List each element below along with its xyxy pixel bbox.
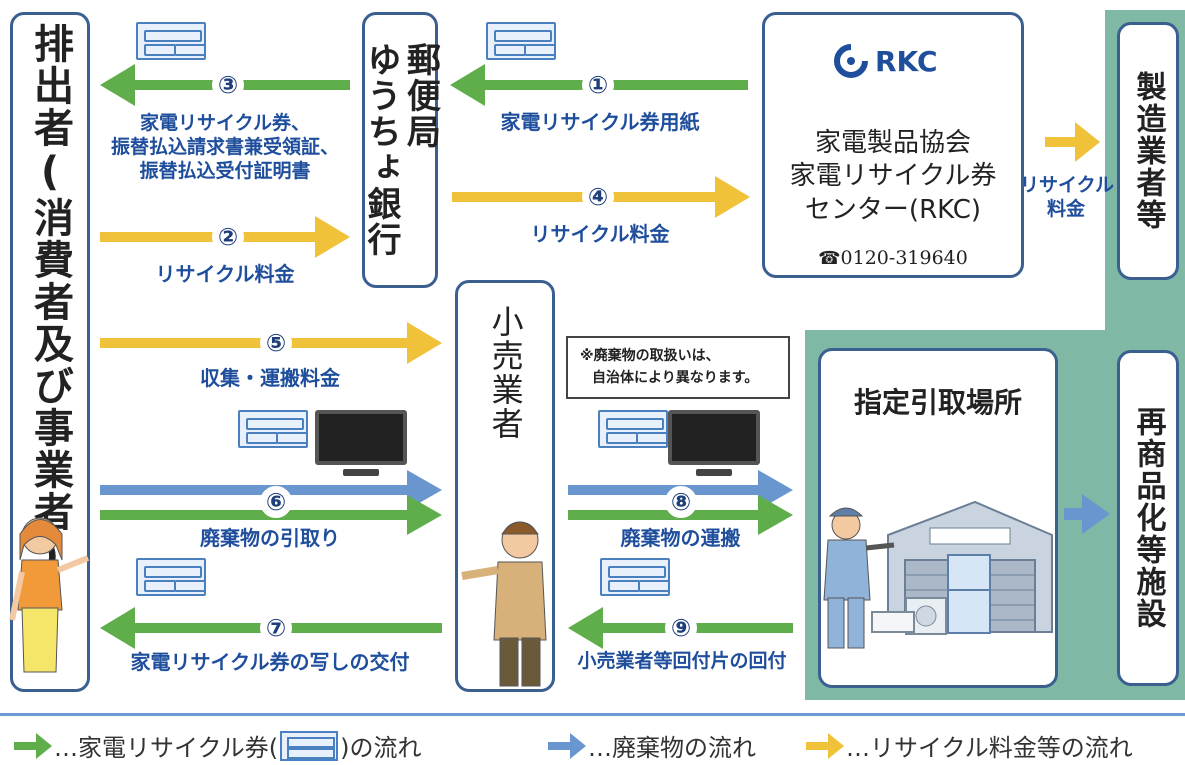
- note-line-1: ※廃棄物の取扱いは、: [580, 348, 720, 364]
- discharger-box: 排出者(消費者及び事業者): [10, 12, 90, 692]
- flow-label-3-line-3: 振替払込受付証明書: [139, 159, 311, 182]
- arrow-8: [568, 470, 793, 535]
- rkc-center-line-3: センター(RKC): [804, 194, 982, 225]
- arrow-6: [100, 470, 442, 535]
- flow-label-2: リサイクル料金: [155, 262, 295, 286]
- yellow-arrow-icon: [806, 732, 844, 759]
- manufacturer-box: 製造業者等: [1117, 22, 1179, 280]
- flow-number-4: ④: [582, 181, 614, 213]
- ticket-icon: [598, 410, 668, 448]
- waste-handling-note: ※廃棄物の取扱いは、 自治体により異なります。: [566, 336, 790, 400]
- ticket-icon: [136, 558, 206, 596]
- legend-yellow-text: …リサイクル料金等の流れ: [846, 734, 1133, 762]
- worker-figure: [823, 507, 895, 649]
- rkc-center-box: RKC 家電製品協会 家電リサイクル券 センター(RKC) ☎0120-3196…: [762, 12, 1024, 278]
- fee-to-maker-line-2: 料金: [1046, 197, 1085, 220]
- rkc-center-name: 家電製品協会 家電リサイクル券 センター(RKC): [765, 127, 1021, 227]
- blue-arrow-icon: [548, 732, 586, 759]
- rkc-logo-icon: RKC: [831, 43, 938, 79]
- legend-green-prefix: …家電リサイクル券(: [54, 734, 279, 762]
- green-arrow-icon: [14, 732, 52, 759]
- legend-divider: [0, 713, 1185, 716]
- arrow-1: [450, 64, 748, 106]
- flow-label-8: 廃棄物の運搬: [620, 526, 741, 550]
- flow-number-8: ⑧: [665, 486, 697, 518]
- discharger-label: 排出者(消費者及び事業者): [27, 23, 73, 581]
- note-line-2: 自治体により異なります。: [592, 369, 759, 386]
- flow-label-9: 小売業者等回付片の回付: [577, 650, 787, 672]
- flow-label-4: リサイクル料金: [530, 222, 670, 246]
- flow-number-3: ③: [212, 69, 244, 101]
- flow-number-1: ①: [582, 69, 614, 101]
- legend-green-suffix: )の流れ: [340, 734, 422, 762]
- flow-number-5: ⑤: [260, 327, 292, 359]
- flow-label-7: 家電リサイクル券の写しの交付: [130, 650, 410, 674]
- rkc-center-line-1: 家電製品協会: [814, 128, 971, 158]
- flow-label-3-line-1: 家電リサイクル券、: [139, 112, 311, 134]
- appliances-icon: [871, 554, 991, 635]
- flow-label-6: 廃棄物の引取り: [200, 526, 340, 550]
- fee-to-maker-label: リサイクル 料金: [1020, 174, 1115, 222]
- flow-number-2: ②: [212, 221, 244, 253]
- flow-number-7: ⑦: [260, 612, 292, 644]
- ticket-icon: [486, 22, 556, 60]
- post-office-label: 郵便局: [400, 42, 441, 150]
- ticket-icon: [280, 730, 339, 761]
- retailer-label: 小売業者: [486, 305, 525, 441]
- woman-figure: [9, 517, 90, 673]
- legend-blue: …廃棄物の流れ: [548, 728, 756, 763]
- legend-blue-text: …廃棄物の流れ: [588, 734, 756, 762]
- tv-icon: [668, 410, 760, 476]
- man-figure: [461, 521, 547, 687]
- flow-label-1: 家電リサイクル券用紙: [500, 110, 700, 134]
- flow-label-3: 家電リサイクル券、 振替払込請求書兼受領証、 振替払込受付証明書: [100, 112, 350, 183]
- rkc-logo-text: RKC: [875, 44, 938, 78]
- legend-green: …家電リサイクル券( )の流れ: [14, 728, 422, 763]
- manufacturer-label: 製造業者等: [1130, 71, 1166, 231]
- recycling-facility-label: 再商品化等施設: [1130, 406, 1166, 630]
- arrow-5: [100, 322, 442, 364]
- arrow-site-to-facility: [1064, 494, 1110, 534]
- fee-to-maker-line-1: リサイクル: [1020, 174, 1115, 196]
- ticket-icon: [136, 22, 206, 60]
- rkc-phone: ☎0120-319640: [765, 247, 1021, 269]
- recycling-facility-box: 再商品化等施設: [1117, 350, 1179, 686]
- ticket-icon: [600, 558, 670, 596]
- rkc-phone-number: 0120-319640: [840, 247, 968, 269]
- yucho-bank-label: ゆうちょ銀行: [361, 42, 401, 258]
- designated-site-label: 指定引取場所: [853, 386, 1022, 419]
- legend-yellow: …リサイクル料金等の流れ: [806, 728, 1133, 763]
- rkc-center-line-2: 家電リサイクル券: [789, 161, 997, 192]
- post-office-box: 郵便局 ゆうちょ銀行: [361, 12, 441, 288]
- ticket-icon: [238, 410, 308, 448]
- arrow-fee-to-maker: [1045, 122, 1100, 162]
- flow-number-6: ⑥: [260, 486, 292, 518]
- flow-label-5: 収集・運搬料金: [200, 366, 340, 390]
- arrow-2: [100, 216, 350, 258]
- flow-number-9: ⑨: [665, 612, 697, 644]
- phone-icon: ☎: [818, 248, 841, 269]
- tv-icon: [315, 410, 407, 476]
- flow-label-3-line-2: 振替払込請求書兼受領証、: [110, 135, 339, 158]
